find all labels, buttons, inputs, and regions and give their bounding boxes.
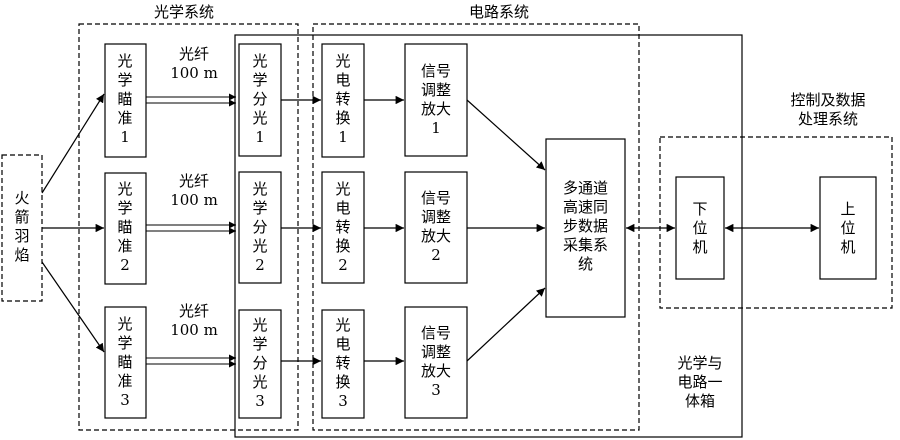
- split-block-3: [238, 309, 282, 419]
- optical-system-label: 光学系统: [153, 3, 214, 21]
- lower-computer-block: [675, 176, 725, 280]
- rocket-plume-label: 火 箭 羽 焰: [14, 189, 30, 264]
- aim-label-1: 光 学 瞄 准 1: [117, 52, 133, 146]
- circuit-system-label: 电路系统: [468, 3, 529, 21]
- daq-label: 多通道 高速同 步数据 采集系 统: [562, 179, 608, 273]
- aim-block-2: [104, 172, 147, 285]
- control-system-frame: [659, 136, 893, 309]
- arrow-plume-aim-3: [41, 261, 105, 353]
- aim-label-2: 光 学 瞄 准 2: [117, 180, 133, 274]
- pe-label-3: 光 电 转 换 3: [335, 316, 351, 410]
- arrow-plume-aim-1: [41, 93, 105, 194]
- upper-computer-block: [819, 176, 877, 280]
- split-label-1: 光 学 分 光 1: [252, 52, 268, 146]
- pe-label-2: 光 电 转 换 2: [335, 180, 351, 274]
- arrow-amp-daq-1: [466, 99, 546, 171]
- split-label-3: 光 学 分 光 3: [252, 316, 268, 410]
- arrow-amp-daq-3: [466, 287, 546, 362]
- amp-label-2: 信号 调整 放大 2: [420, 189, 451, 264]
- fiber-lines: [146, 93, 236, 368]
- pe-label-1: 光 电 转 换 1: [335, 52, 351, 146]
- amp-label-1: 信号 调整 放大 1: [420, 62, 451, 137]
- upper-computer-label: 上 位 机: [840, 200, 856, 256]
- aim-block-1: [104, 43, 147, 158]
- aim-block-3: [104, 306, 147, 419]
- integrated-box-frame: [234, 34, 743, 438]
- fiber-label-2: 光纤 100 m: [170, 172, 218, 209]
- integrated-box-label: 光学与 电路一 体箱: [677, 354, 723, 410]
- fiber-label-3: 光纤 100 m: [170, 302, 218, 339]
- amp-label-3: 信号 调整 放大 3: [420, 324, 451, 399]
- pe-block-3: [321, 309, 365, 419]
- aim-label-3: 光 学 瞄 准 3: [117, 315, 133, 409]
- amp-block-3: [404, 306, 468, 419]
- lower-computer-label: 下 位 机: [692, 200, 708, 256]
- daq-block: [545, 138, 626, 318]
- control-system-label: 控制及数据 处理系统: [790, 91, 866, 128]
- fiber-label-1: 光纤 100 m: [170, 45, 218, 82]
- split-label-2: 光 学 分 光 2: [252, 180, 268, 274]
